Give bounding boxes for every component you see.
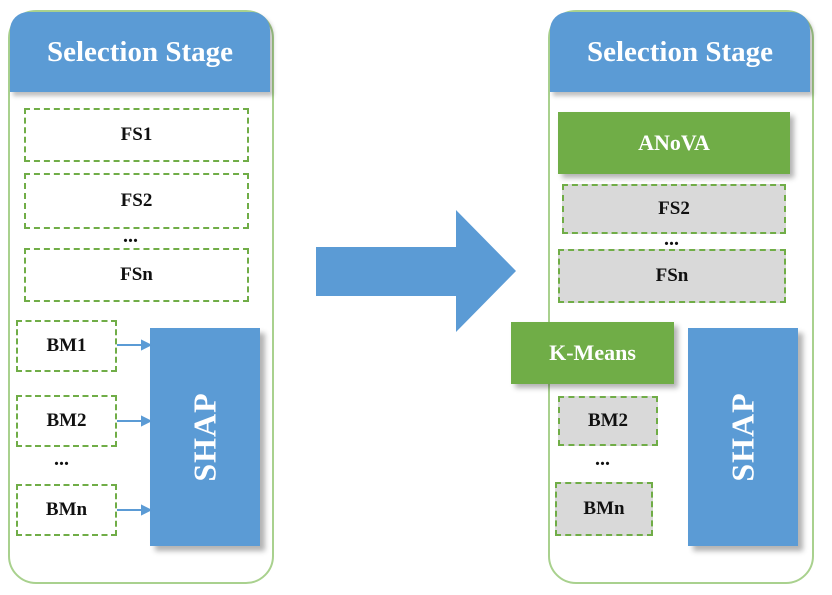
right-bm-ellipsis: ... [595, 448, 610, 470]
left-bmn-box: BMn [16, 484, 117, 536]
left-fs1-box: FS1 [24, 108, 249, 162]
left-fsn-box: FSn [24, 248, 249, 302]
left-connectors [117, 339, 153, 516]
left-fs-ellipsis: ... [123, 225, 138, 247]
left-shap-box: SHAP [150, 328, 260, 546]
right-fs2-box: FS2 [562, 184, 786, 234]
right-kmeans-box: K-Means [511, 322, 674, 384]
left-fs2-box: FS2 [24, 173, 249, 229]
right-anova-box: ANoVA [558, 112, 790, 174]
right-bm2-box: BM2 [558, 396, 658, 446]
right-fs-ellipsis: ... [664, 228, 679, 250]
right-shap-label: SHAP [724, 392, 761, 482]
right-shap-box: SHAP [688, 328, 798, 546]
left-header: Selection Stage [10, 12, 270, 92]
left-bm2-box: BM2 [16, 395, 117, 447]
left-bmn-arrowhead [141, 504, 153, 516]
left-bm-ellipsis: ... [54, 448, 69, 470]
right-header: Selection Stage [550, 12, 810, 92]
right-fsn-box: FSn [558, 249, 786, 303]
right-bmn-box: BMn [555, 482, 653, 536]
transition-arrow [316, 210, 516, 332]
left-bm2-arrowhead [141, 415, 153, 427]
left-bm1-arrowhead [141, 339, 153, 351]
left-bm1-box: BM1 [16, 320, 117, 372]
